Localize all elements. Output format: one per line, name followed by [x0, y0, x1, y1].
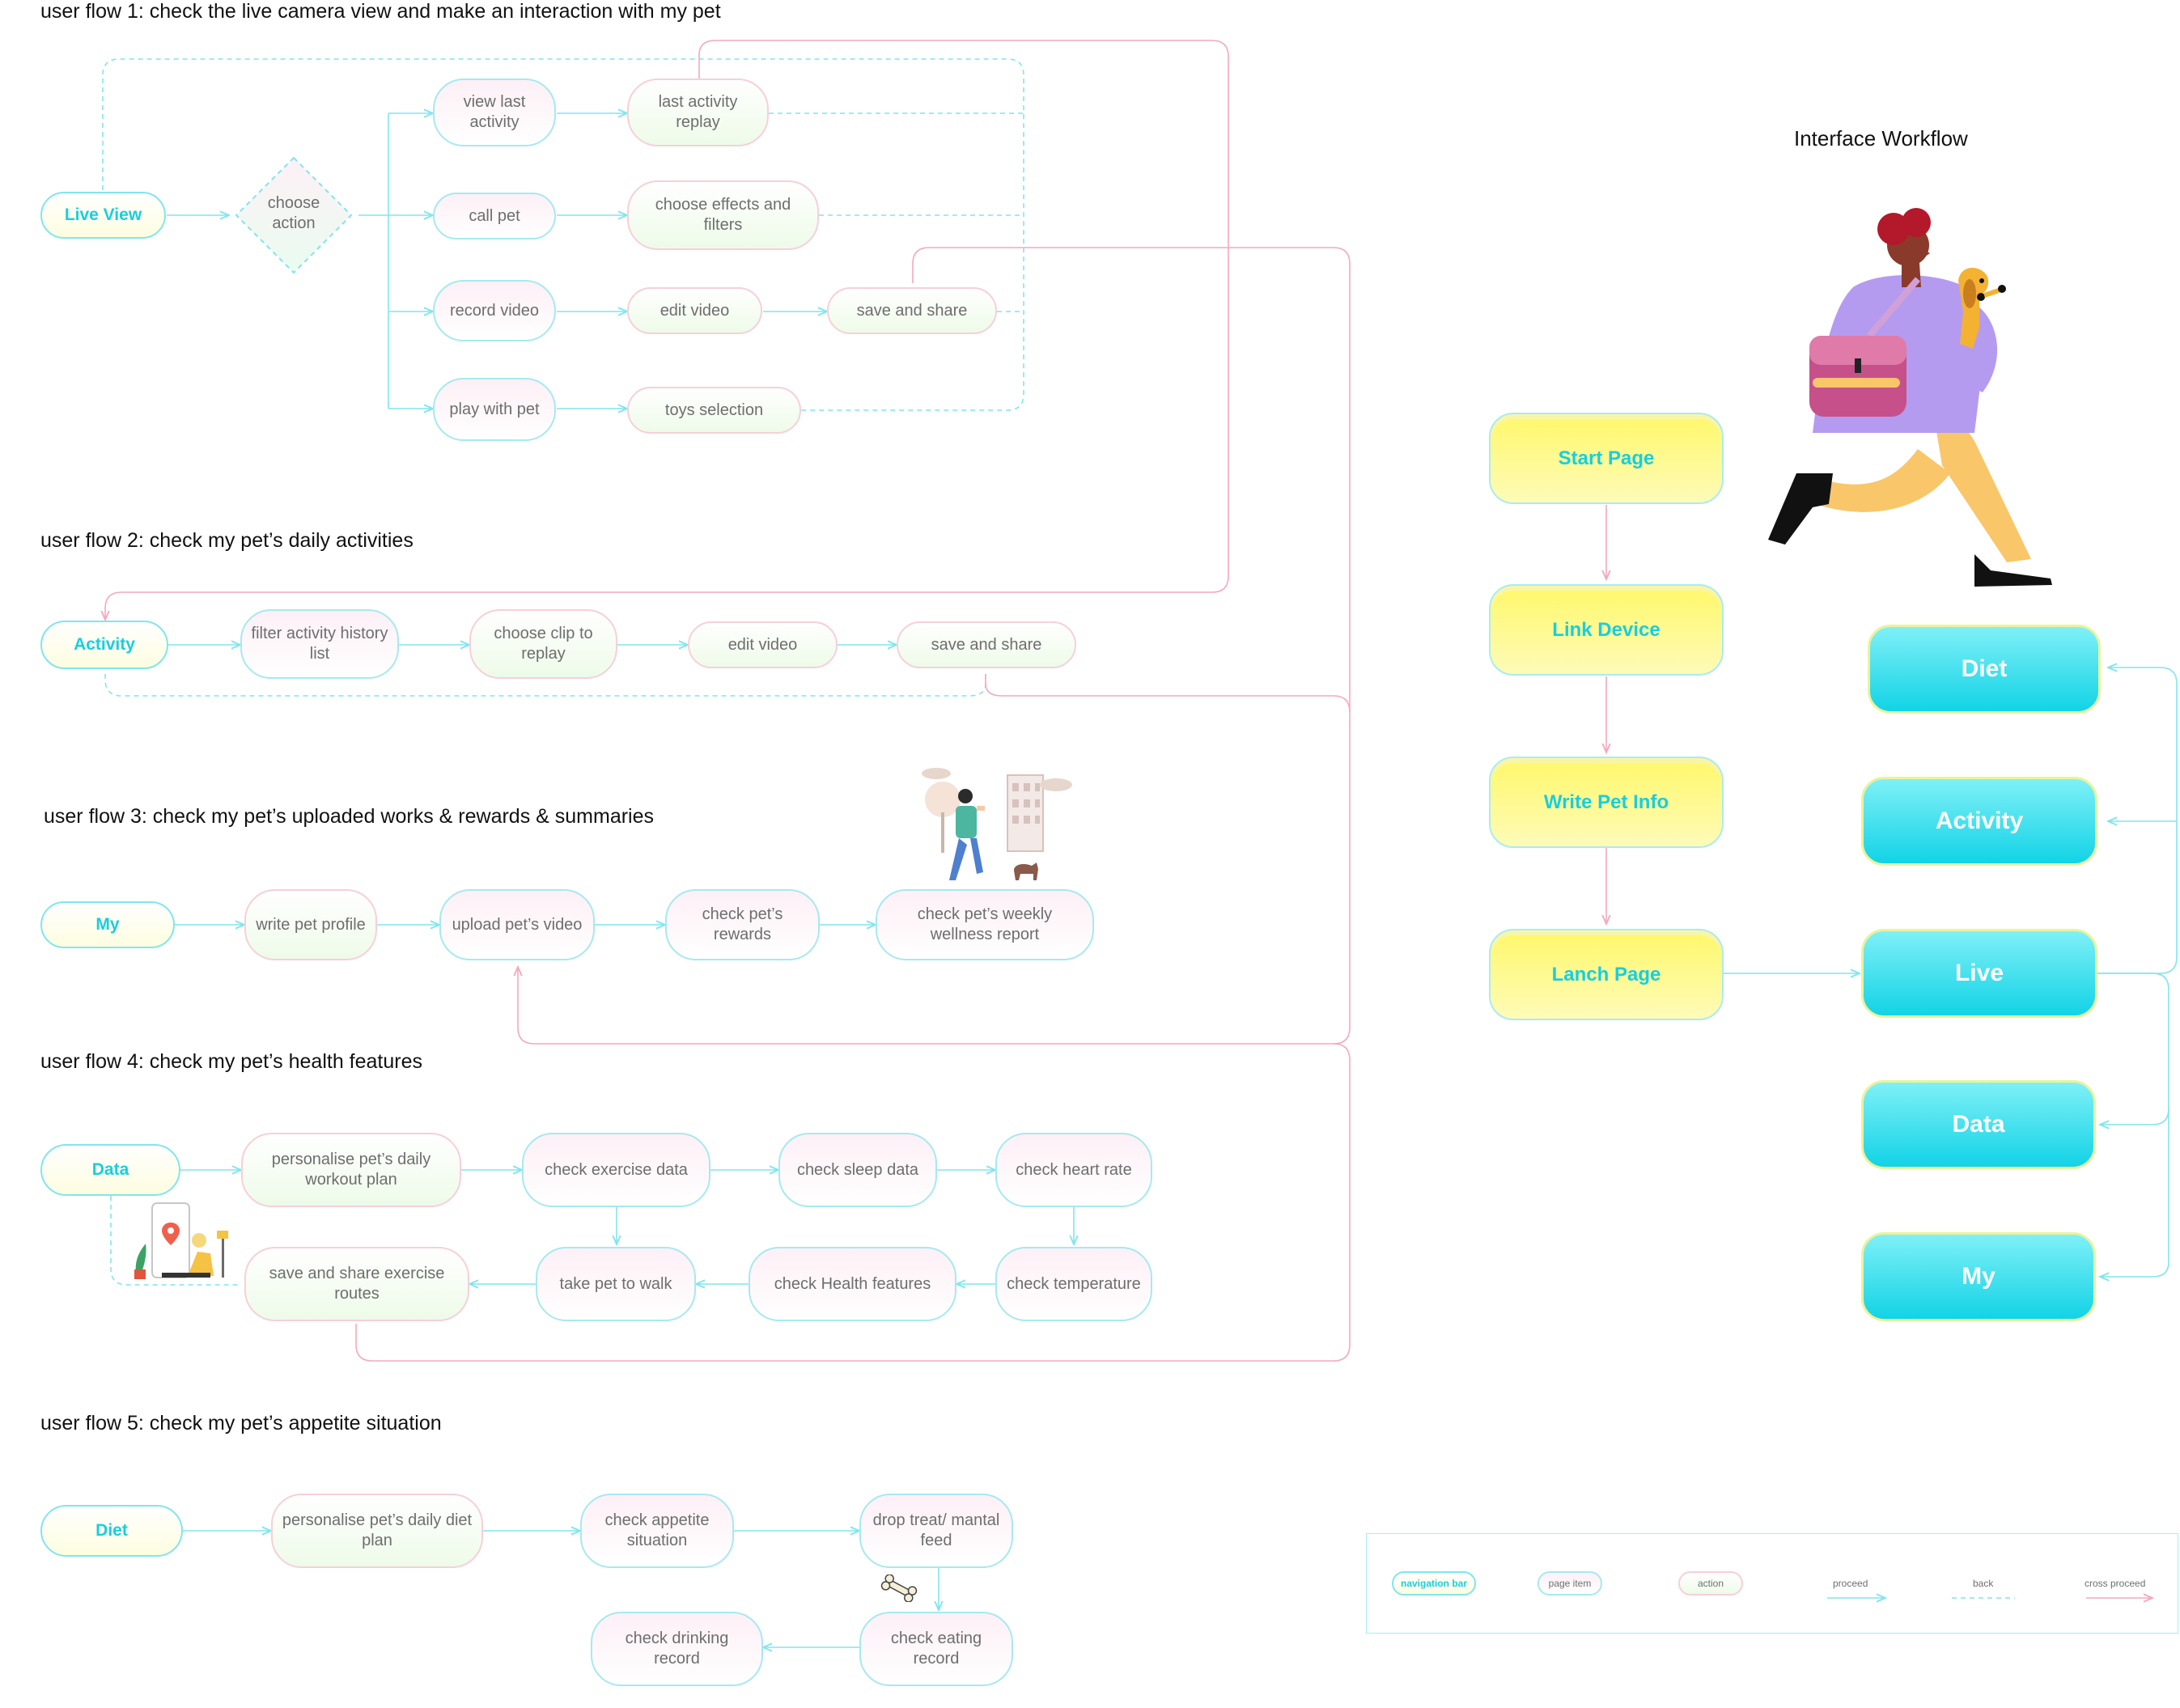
last-activity-replay-node[interactable]: last activity replay — [627, 78, 769, 146]
launch-page-node[interactable]: Lanch Page — [1489, 929, 1724, 1020]
woman-with-dog-illustration — [1768, 208, 2052, 587]
nav-activity-node[interactable]: Activity — [1861, 777, 2097, 866]
nav-data-node[interactable]: Data — [1861, 1080, 2096, 1169]
flow3-my-node[interactable]: My — [40, 901, 175, 948]
write-profile-node[interactable]: write pet profile — [244, 889, 377, 960]
flow5-title: user flow 5: check my pet’s appetite sit… — [40, 1412, 442, 1435]
flow1-live-view-node[interactable]: Live View — [40, 192, 166, 239]
person-city-illustration — [922, 768, 1072, 880]
flow2-title: user flow 2: check my pet’s daily activi… — [40, 529, 414, 552]
legend-page-pill: page item — [1537, 1571, 1602, 1596]
write-pet-info-node[interactable]: Write Pet Info — [1489, 757, 1724, 848]
flow2-activity-node[interactable]: Activity — [40, 621, 168, 669]
link-device-node[interactable]: Link Device — [1489, 584, 1724, 676]
appetite-node[interactable]: check appetite situation — [580, 1494, 734, 1568]
start-page-node[interactable]: Start Page — [1489, 413, 1724, 504]
choose-clip-node[interactable]: choose clip to replay — [469, 609, 617, 679]
legend-back-label: back — [1973, 1578, 1994, 1589]
sleep-data-node[interactable]: check sleep data — [778, 1133, 937, 1207]
workflow-title: Interface Workflow — [1794, 126, 1968, 150]
heart-rate-node[interactable]: check heart rate — [995, 1133, 1152, 1207]
map-phone-illustration — [134, 1202, 228, 1279]
upload-video-node[interactable]: upload pet’s video — [439, 889, 595, 960]
legend — [1366, 1533, 2178, 1634]
decision-label: choose action — [267, 194, 320, 232]
diet-plan-node[interactable]: personalise pet’s daily diet plan — [271, 1494, 483, 1568]
workout-plan-node[interactable]: personalise pet’s daily workout plan — [241, 1133, 461, 1207]
flow1-title: user flow 1: check the live camera view … — [40, 0, 721, 23]
check-rewards-node[interactable]: check pet’s rewards — [665, 889, 820, 960]
temperature-node[interactable]: check temperature — [995, 1247, 1152, 1321]
call-pet-node[interactable]: call pet — [433, 193, 556, 239]
diamond-shape — [235, 156, 353, 274]
flow3-title: user flow 3: check my pet’s uploaded wor… — [44, 805, 655, 828]
legend-nav-pill: navigation bar — [1392, 1571, 1476, 1596]
take-walk-node[interactable]: take pet to walk — [536, 1247, 696, 1321]
drinking-record-node[interactable]: check drinking record — [591, 1612, 763, 1686]
flow4-title: user flow 4: check my pet’s health featu… — [40, 1050, 422, 1073]
wellness-report-node[interactable]: check pet’s weekly wellness report — [876, 889, 1094, 960]
exercise-data-node[interactable]: check exercise data — [522, 1133, 710, 1207]
flow4-data-node[interactable]: Data — [40, 1144, 180, 1196]
nav-live-node[interactable]: Live — [1861, 929, 2097, 1018]
flow1-save-share-node[interactable]: save and share — [827, 287, 997, 334]
legend-cross-label: cross proceed — [2085, 1578, 2146, 1589]
legend-proceed-label: proceed — [1833, 1578, 1868, 1589]
record-video-node[interactable]: record video — [433, 280, 556, 341]
decision-diamond[interactable]: choose action — [235, 156, 353, 274]
nav-diet-node[interactable]: Diet — [1868, 625, 2101, 714]
play-with-pet-node[interactable]: play with pet — [433, 378, 556, 441]
legend-action-pill: action — [1678, 1571, 1743, 1596]
nav-my-node[interactable]: My — [1861, 1232, 2096, 1321]
save-routes-node[interactable]: save and share exercise routes — [244, 1247, 469, 1321]
flow5-diet-node[interactable]: Diet — [40, 1505, 183, 1557]
bone-icon — [880, 1574, 918, 1602]
health-features-node[interactable]: check Health features — [749, 1247, 956, 1321]
drop-treat-node[interactable]: drop treat/ mantal feed — [859, 1494, 1013, 1568]
eating-record-node[interactable]: check eating record — [859, 1612, 1013, 1686]
flow2-save-share-node[interactable]: save and share — [897, 621, 1076, 668]
toys-selection-node[interactable]: toys selection — [627, 387, 801, 434]
view-last-activity-node[interactable]: view last activity — [433, 78, 556, 146]
filter-activity-node[interactable]: filter activity history list — [240, 609, 399, 679]
choose-effects-node[interactable]: choose effects and filters — [627, 180, 819, 250]
flow2-edit-video-node[interactable]: edit video — [688, 621, 838, 668]
flow1-edit-video-node[interactable]: edit video — [627, 287, 762, 334]
